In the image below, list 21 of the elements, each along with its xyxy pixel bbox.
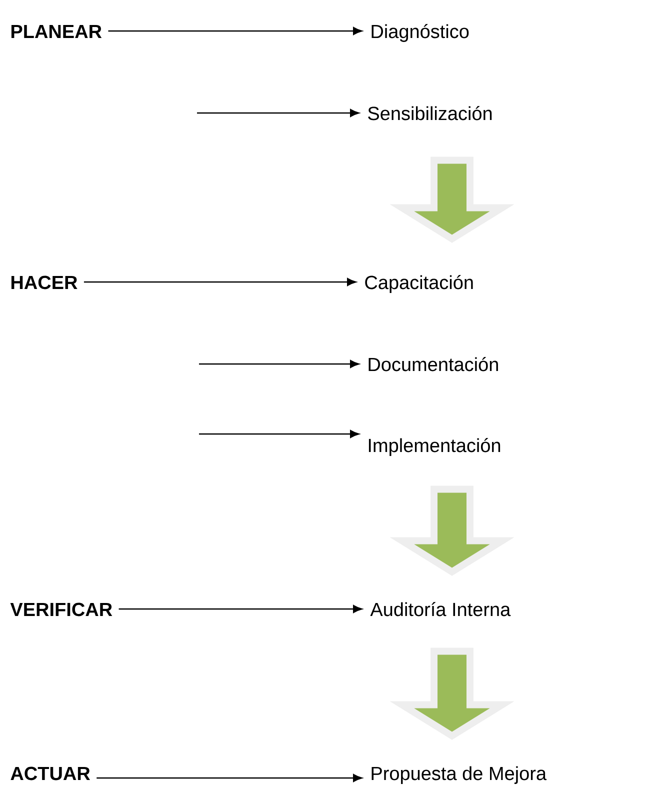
- step-label: Diagnóstico: [372, 24, 469, 42]
- arrow: [118, 605, 362, 613]
- block-arrow: [390, 648, 514, 740]
- step-label: Capacitación: [365, 275, 473, 293]
- arrow: [108, 27, 362, 35]
- arrow: [199, 430, 360, 438]
- block-arrow: [390, 156, 514, 243]
- step-label: Implementación: [368, 438, 500, 456]
- stage-label: ACTUAR: [10, 766, 90, 780]
- stage-label: VERIFICAR: [10, 602, 112, 616]
- step-label: Auditoría Interna: [370, 602, 511, 616]
- step-label: Propuesta de Mejora: [372, 766, 547, 784]
- arrow: [197, 109, 360, 117]
- block-arrow: [390, 486, 514, 576]
- stage-label: HACER: [11, 276, 78, 290]
- stage-label: PLANEAR: [11, 24, 102, 38]
- arrow: [84, 278, 356, 286]
- arrow: [96, 774, 362, 782]
- step-label: Documentación: [368, 357, 498, 372]
- arrow: [199, 360, 360, 368]
- step-label: Sensibilización: [368, 106, 492, 120]
